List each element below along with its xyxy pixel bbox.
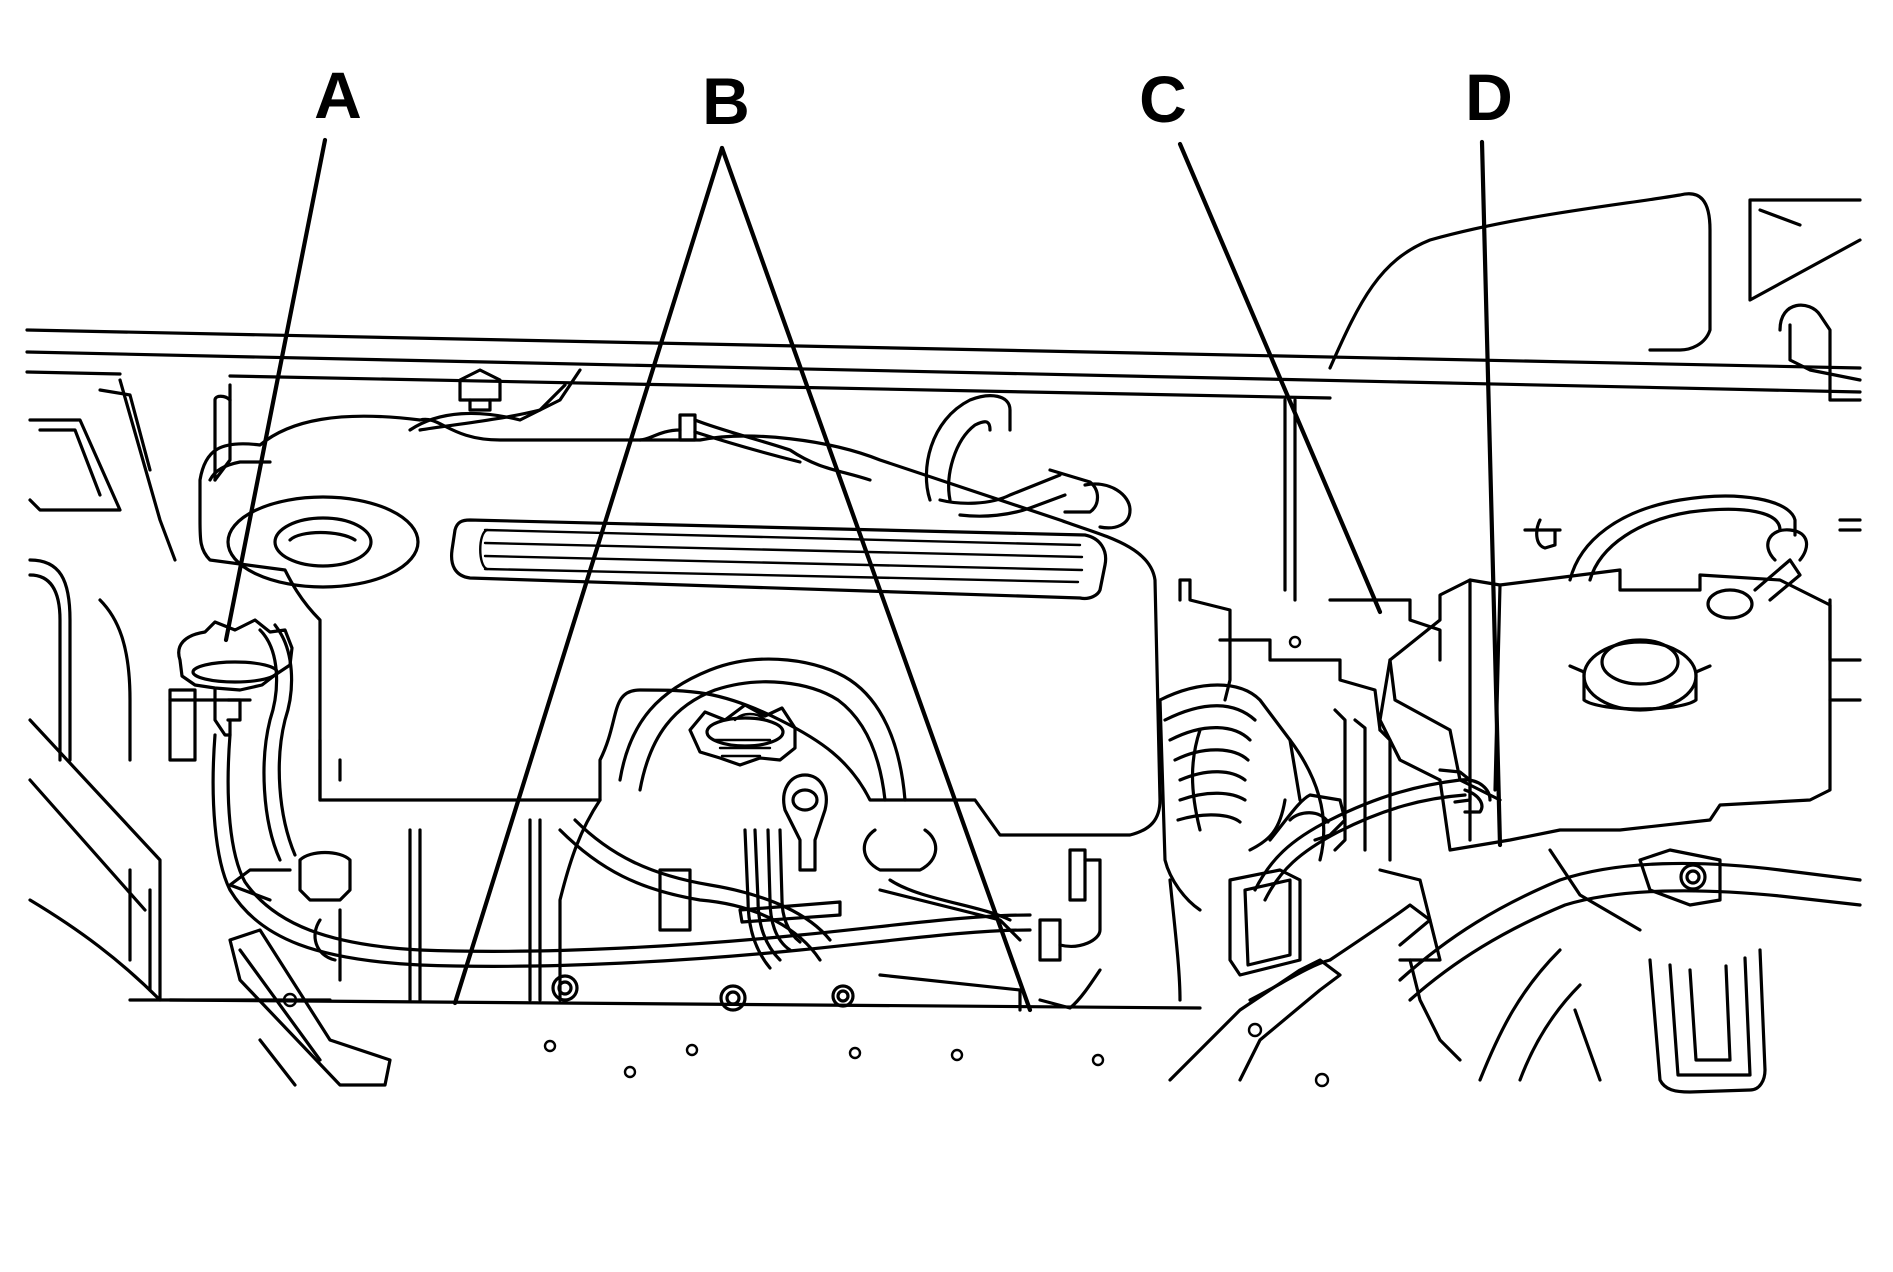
right-component-box bbox=[1228, 868, 1462, 1062]
center-bracket bbox=[1178, 398, 1442, 862]
callout-b: B bbox=[702, 64, 750, 138]
left-body-structure bbox=[28, 378, 332, 1002]
lower-engine-area bbox=[168, 773, 1202, 1012]
leader-b-left bbox=[452, 145, 725, 1006]
coolant-hose bbox=[211, 623, 1032, 968]
right-brace bbox=[1168, 903, 1432, 1082]
leader-a bbox=[223, 137, 328, 643]
leader-b-right bbox=[719, 145, 1033, 1013]
callout-a: A bbox=[314, 58, 362, 132]
left-brace bbox=[228, 928, 392, 1087]
callout-c: C bbox=[1139, 62, 1187, 136]
callout-labels: A B C D bbox=[314, 58, 1513, 138]
callout-d: D bbox=[1465, 60, 1513, 134]
oil-filler-cap bbox=[688, 703, 797, 767]
leader-c bbox=[1177, 141, 1383, 615]
front-panel-holes bbox=[543, 1039, 1330, 1088]
right-frame-rail bbox=[1398, 861, 1862, 1094]
underhood-electrical-center bbox=[1378, 494, 1862, 932]
coolant-reservoir-cap bbox=[177, 618, 294, 737]
air-intake-duct bbox=[1158, 683, 1326, 1002]
engine-cover bbox=[198, 414, 1162, 837]
leader-lines bbox=[223, 137, 1503, 1013]
upper-harness bbox=[408, 368, 872, 482]
upper-body-panel bbox=[25, 192, 1862, 402]
leader-d bbox=[1479, 139, 1503, 848]
pcv-hose bbox=[924, 394, 1132, 530]
